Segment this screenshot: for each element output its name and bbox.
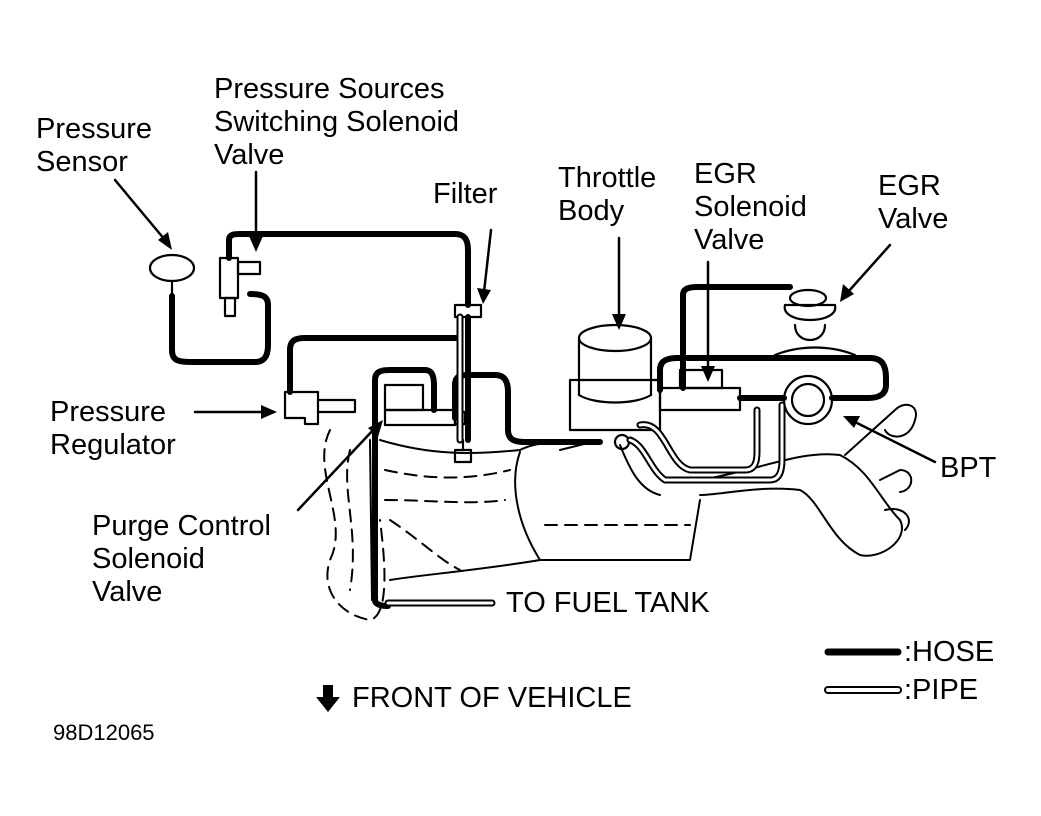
pressure-sensor-body bbox=[148, 253, 196, 298]
switching-solenoid-body bbox=[218, 256, 262, 318]
label-egr-valve: EGR Valve bbox=[878, 170, 949, 235]
legend bbox=[824, 648, 902, 694]
egr-solenoid-body bbox=[658, 368, 742, 412]
manifold-runners-dashed bbox=[323, 429, 691, 621]
leader-lines bbox=[113, 170, 937, 512]
legend-pipe-label: :PIPE bbox=[904, 674, 979, 706]
legend-hose-label: :HOSE bbox=[904, 636, 995, 668]
arrow-heads bbox=[158, 232, 860, 437]
manifold-fitting bbox=[453, 438, 473, 464]
label-to-fuel-tank: TO FUEL TANK bbox=[506, 587, 710, 619]
label-purge-control-solenoid-valve: Purge Control Solenoid Valve bbox=[92, 510, 271, 608]
label-front-of-vehicle: FRONT OF VEHICLE bbox=[352, 682, 632, 714]
label-pressure-sources-switching-solenoid-valve: Pressure Sources Switching Solenoid Valv… bbox=[214, 73, 460, 171]
label-pressure-sensor: Pressure Sensor bbox=[36, 113, 153, 178]
label-pressure-regulator: Pressure Regulator bbox=[50, 396, 176, 461]
figure-code: 98D12065 bbox=[53, 720, 155, 745]
down-arrow-icon bbox=[316, 685, 340, 712]
label-egr-solenoid-valve: EGR Solenoid Valve bbox=[694, 158, 807, 256]
label-filter: Filter bbox=[433, 178, 498, 210]
throttle-body-shape bbox=[568, 323, 662, 451]
label-bpt: BPT bbox=[940, 452, 997, 484]
bpt-body bbox=[782, 374, 834, 426]
egr-valve-body bbox=[773, 288, 857, 357]
pressure-regulator-body bbox=[283, 390, 357, 426]
pipes bbox=[384, 313, 786, 607]
label-throttle-body: Throttle Body bbox=[558, 162, 657, 227]
intake-manifold bbox=[369, 403, 917, 601]
